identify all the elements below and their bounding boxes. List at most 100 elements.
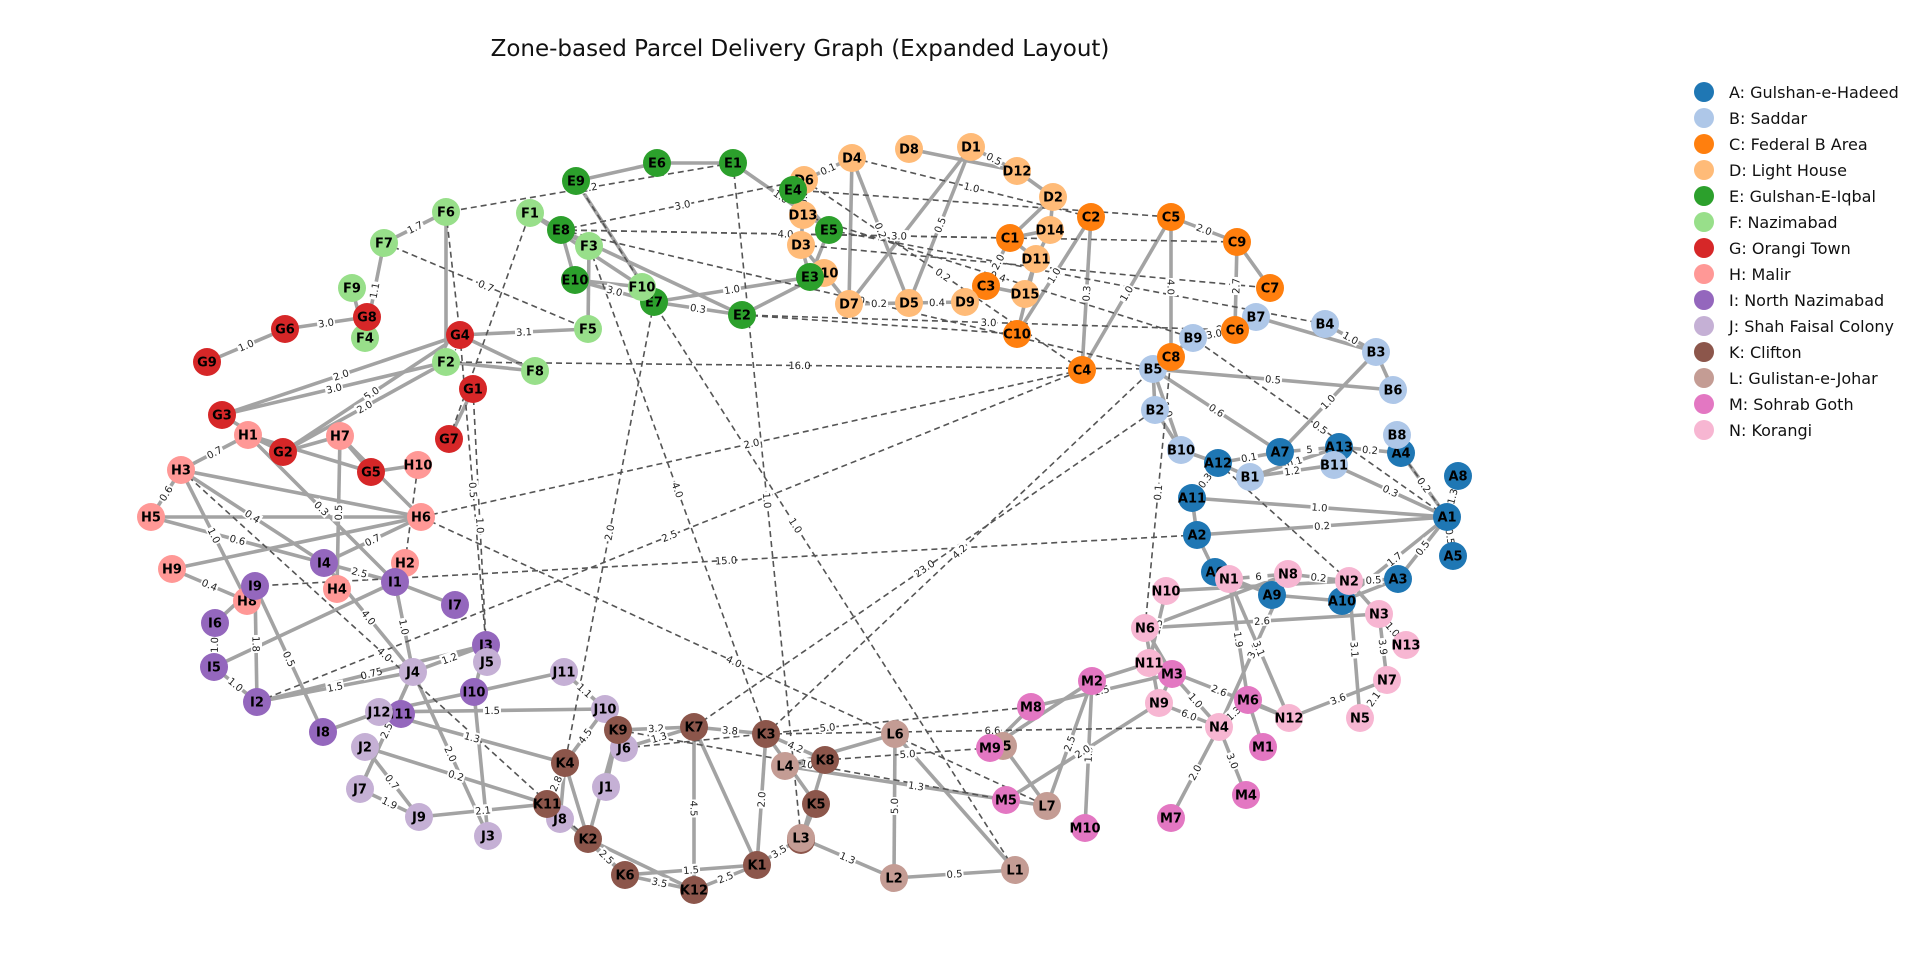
node-m10[interactable]: M10	[1069, 814, 1101, 842]
node-n13[interactable]: N13	[1392, 631, 1421, 659]
node-f5[interactable]: F5	[574, 315, 602, 343]
node-d1[interactable]: D1	[957, 133, 985, 161]
node-e1[interactable]: E1	[719, 149, 747, 177]
node-c5[interactable]: C5	[1157, 203, 1185, 231]
node-m6[interactable]: M6	[1234, 686, 1262, 714]
node-n1[interactable]: N1	[1215, 565, 1243, 593]
node-b11[interactable]: B11	[1320, 451, 1348, 479]
node-f10[interactable]: F10	[628, 273, 656, 301]
node-i4[interactable]: I4	[310, 549, 338, 577]
node-j12[interactable]: J12	[365, 698, 393, 726]
node-a9[interactable]: A9	[1258, 581, 1286, 609]
node-b8[interactable]: B8	[1383, 421, 1411, 449]
node-k5[interactable]: K5	[802, 790, 830, 818]
node-n7[interactable]: N7	[1373, 666, 1401, 694]
node-e8[interactable]: E8	[547, 216, 575, 244]
node-m8[interactable]: M8	[1017, 693, 1045, 721]
node-k12[interactable]: K12	[680, 876, 708, 904]
node-h4[interactable]: H4	[323, 575, 351, 603]
node-g5[interactable]: G5	[357, 458, 385, 486]
node-m3[interactable]: M3	[1158, 660, 1186, 688]
node-i10[interactable]: I10	[460, 678, 488, 706]
node-j4[interactable]: J4	[399, 658, 427, 686]
node-h5[interactable]: H5	[137, 503, 165, 531]
node-e4[interactable]: E4	[779, 176, 807, 204]
node-i11[interactable]: I11	[387, 700, 415, 728]
node-i2[interactable]: I2	[243, 688, 271, 716]
node-b3[interactable]: B3	[1362, 338, 1390, 366]
node-l3[interactable]: L3	[787, 824, 815, 852]
node-g6[interactable]: G6	[271, 315, 299, 343]
node-i9[interactable]: I9	[241, 572, 269, 600]
node-a8[interactable]: A8	[1444, 462, 1472, 490]
node-d8[interactable]: D8	[895, 135, 923, 163]
node-l6[interactable]: L6	[881, 720, 909, 748]
node-h6[interactable]: H6	[407, 503, 435, 531]
node-i8[interactable]: I8	[309, 718, 337, 746]
node-d3[interactable]: D3	[787, 231, 815, 259]
node-m7[interactable]: M7	[1157, 804, 1185, 832]
node-b2[interactable]: B2	[1141, 396, 1169, 424]
node-a2[interactable]: A2	[1183, 521, 1211, 549]
node-c2[interactable]: C2	[1077, 203, 1105, 231]
node-i6[interactable]: I6	[201, 609, 229, 637]
node-m9[interactable]: M9	[976, 734, 1004, 762]
node-n11[interactable]: N11	[1135, 649, 1164, 677]
node-d15[interactable]: D15	[1011, 280, 1040, 308]
node-j1[interactable]: J1	[592, 773, 620, 801]
node-a5[interactable]: A5	[1439, 542, 1467, 570]
node-n8[interactable]: N8	[1274, 560, 1302, 588]
node-m1[interactable]: M1	[1249, 733, 1277, 761]
node-h3[interactable]: H3	[167, 456, 195, 484]
node-m5[interactable]: M5	[992, 786, 1020, 814]
node-d11[interactable]: D11	[1022, 245, 1051, 273]
node-d5[interactable]: D5	[895, 289, 923, 317]
node-l7[interactable]: L7	[1033, 792, 1061, 820]
node-h9[interactable]: H9	[158, 555, 186, 583]
node-j10[interactable]: J10	[591, 695, 619, 723]
node-n3[interactable]: N3	[1365, 600, 1393, 628]
node-k7[interactable]: K7	[680, 713, 708, 741]
node-b9[interactable]: B9	[1179, 324, 1207, 352]
node-f7[interactable]: F7	[370, 229, 398, 257]
node-e6[interactable]: E6	[643, 149, 671, 177]
node-e5[interactable]: E5	[815, 216, 843, 244]
node-n12[interactable]: N12	[1275, 704, 1304, 732]
node-g1[interactable]: G1	[459, 375, 487, 403]
node-n5[interactable]: N5	[1346, 704, 1374, 732]
node-d14[interactable]: D14	[1036, 216, 1065, 244]
node-a3[interactable]: A3	[1384, 565, 1412, 593]
node-n9[interactable]: N9	[1145, 689, 1173, 717]
node-a7[interactable]: A7	[1266, 438, 1294, 466]
node-j11[interactable]: J11	[550, 658, 578, 686]
node-c10[interactable]: C10	[1003, 320, 1031, 348]
node-j7[interactable]: J7	[346, 775, 374, 803]
node-e2[interactable]: E2	[728, 301, 756, 329]
node-k1[interactable]: K1	[743, 851, 771, 879]
node-j9[interactable]: J9	[405, 803, 433, 831]
node-h7[interactable]: H7	[326, 422, 354, 450]
node-f9[interactable]: F9	[338, 274, 366, 302]
node-g8[interactable]: G8	[353, 303, 381, 331]
node-j5[interactable]: J5	[473, 648, 501, 676]
node-f2[interactable]: F2	[432, 348, 460, 376]
node-j3[interactable]: J3	[474, 822, 502, 850]
node-i1[interactable]: I1	[381, 568, 409, 596]
node-f6[interactable]: F6	[432, 198, 460, 226]
node-a12[interactable]: A12	[1204, 449, 1232, 477]
node-n6[interactable]: N6	[1131, 614, 1159, 642]
node-k3[interactable]: K3	[752, 720, 780, 748]
node-l2[interactable]: L2	[880, 864, 908, 892]
node-i5[interactable]: I5	[200, 653, 228, 681]
node-k2[interactable]: K2	[574, 825, 602, 853]
node-g2[interactable]: G2	[269, 438, 297, 466]
node-k8[interactable]: K8	[811, 746, 839, 774]
node-k6[interactable]: K6	[611, 861, 639, 889]
node-k11[interactable]: K11	[533, 790, 561, 818]
node-i7[interactable]: I7	[441, 591, 469, 619]
node-g4[interactable]: G4	[446, 321, 474, 349]
node-f3[interactable]: F3	[575, 232, 603, 260]
node-f4[interactable]: F4	[351, 324, 379, 352]
node-g7[interactable]: G7	[435, 425, 463, 453]
node-b1[interactable]: B1	[1236, 463, 1264, 491]
